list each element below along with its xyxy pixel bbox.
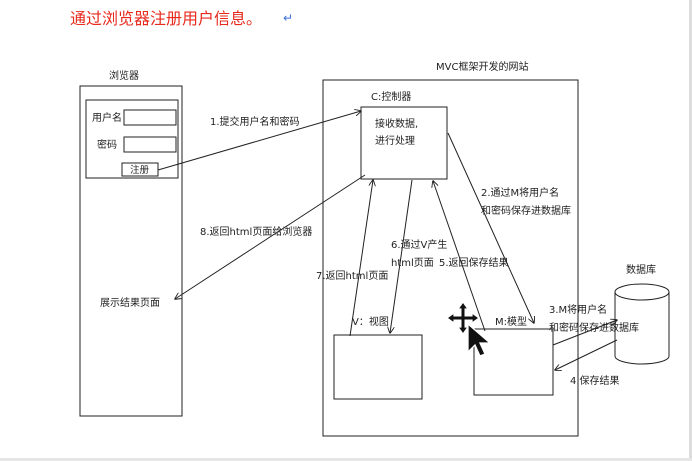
password-label: 密码 xyxy=(97,138,117,151)
controller-box xyxy=(360,106,448,180)
site-label: MVC框架开发的网站 xyxy=(436,60,528,73)
arrow-8 xyxy=(175,174,366,299)
view-box xyxy=(333,334,423,400)
register-form xyxy=(85,99,179,179)
username-label: 用户名 xyxy=(92,111,122,124)
controller-text-2: 进行处理 xyxy=(375,134,415,147)
arrow-4 xyxy=(555,339,618,370)
arrow-6 xyxy=(390,179,413,333)
register-button-label: 注册 xyxy=(130,164,150,176)
window-bottom-edge xyxy=(0,458,692,461)
arrow-2 xyxy=(447,132,534,323)
step-4-label: 4.保存结果 xyxy=(570,374,620,387)
arrow-1 xyxy=(157,111,361,171)
database-cylinder xyxy=(614,283,670,365)
database-label: 数据库 xyxy=(626,263,656,276)
arrow-7 xyxy=(349,180,373,337)
arrows xyxy=(157,111,618,370)
window-edge xyxy=(689,0,692,461)
step-7-label: 7.返回html页面 xyxy=(316,270,388,282)
step-3-label-a: 3.M将用户名 xyxy=(549,303,607,316)
step-5-label: 5.返回保存结果 xyxy=(439,256,509,269)
site-box xyxy=(322,79,579,437)
view-label: V：视图 xyxy=(352,315,389,328)
arrow-3 xyxy=(552,320,617,346)
controller-text-1: 接收数据, xyxy=(375,117,418,130)
model-box xyxy=(473,328,554,396)
step-2-label-b: 和密码保存进数据库 xyxy=(481,204,571,217)
step-3-label-b: 和密码保存进数据库 xyxy=(549,321,639,334)
browser-box xyxy=(79,85,183,417)
browser-label: 浏览器 xyxy=(109,69,139,82)
controller-label: C:控制器 xyxy=(371,90,411,103)
step-1-label: 1.提交用户名和密码 xyxy=(210,115,300,128)
password-field[interactable] xyxy=(123,136,177,153)
return-mark: ↵ xyxy=(283,11,293,25)
result-page-label: 展示结果页面 xyxy=(100,296,160,309)
step-2-label-a: 2.通过M将用户名 xyxy=(481,186,559,199)
move-cursor-icon xyxy=(445,300,492,357)
model-label: M:模型 xyxy=(495,315,527,328)
username-field[interactable] xyxy=(123,109,177,126)
step-6-label-a: 6.通过V产生 xyxy=(391,238,447,251)
step-6-label-b: html页面 xyxy=(391,257,434,269)
arrow-5 xyxy=(433,181,486,332)
step-8-label: 8.返回html页面给浏览器 xyxy=(200,225,312,238)
page-title: 通过浏览器注册用户信息。 xyxy=(70,9,262,28)
